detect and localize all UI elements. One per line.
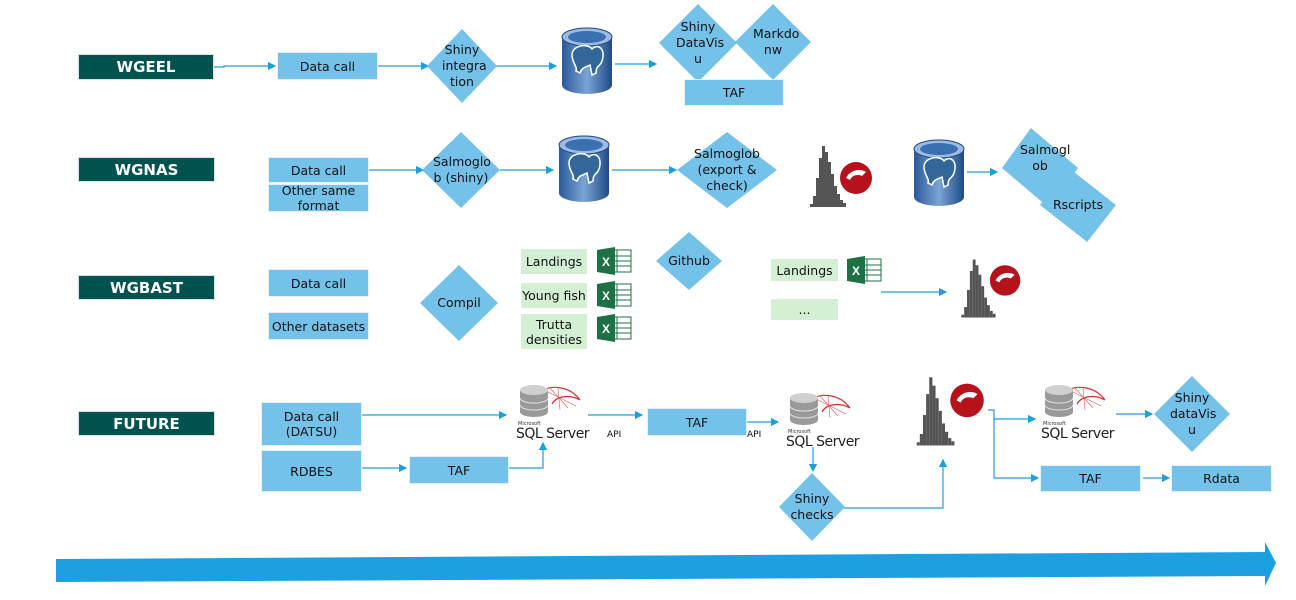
wgnas-other-same-format-box[interactable]: Other same format <box>268 183 369 213</box>
api-label: API <box>607 430 622 440</box>
future-shiny-checks-diamond[interactable]: Shiny checks <box>779 473 845 541</box>
wgeel-data-call-box[interactable]: Data call <box>277 52 378 80</box>
arrow <box>214 61 277 71</box>
sql-server-text: SQL Server <box>516 426 590 442</box>
row-label-text: WGNAS <box>114 160 179 179</box>
wgnas-rscripts-diamond[interactable]: Rscripts <box>1040 168 1116 242</box>
file-label: Landings <box>776 262 833 278</box>
row-label-text: WGEEL <box>116 58 176 76</box>
wgbast-github-diamond[interactable]: Github <box>656 232 722 290</box>
box-text: RDBES <box>290 463 333 479</box>
wgbast-file-landings[interactable]: Landings <box>521 249 587 274</box>
excel-icon: X <box>597 281 633 309</box>
diamond-text: Shiny integra tion <box>442 42 487 89</box>
stan-histogram-icon <box>948 250 1026 328</box>
future-rdbes-box[interactable]: RDBES <box>261 450 362 492</box>
row-label-text: FUTURE <box>113 414 180 433</box>
future-taf-box-2[interactable]: TAF <box>647 408 747 436</box>
box-text: Data call <box>290 275 347 291</box>
arrow <box>985 409 1037 424</box>
svg-text:X: X <box>602 322 610 336</box>
row-label-text: WGBAST <box>110 278 183 297</box>
diamond-text: Github <box>668 253 710 268</box>
diamond-text: Rscripts <box>1052 197 1104 212</box>
microsoft-text: Microsoft <box>788 429 811 435</box>
sql-server-icon: Microsoft SQL Server <box>1035 384 1115 442</box>
file-label: Landings <box>525 254 583 269</box>
sql-server-icon: Microsoft SQL Server <box>510 384 590 442</box>
box-text: TAF <box>722 85 746 100</box>
postgresql-database-icon <box>910 138 968 210</box>
future-data-call-datsu-box[interactable]: Data call (DATSU) <box>261 402 362 446</box>
wgbast-ellipsis-box[interactable]: ... <box>771 299 838 320</box>
future-taf-box-3[interactable]: TAF <box>1040 465 1141 492</box>
excel-icon: X <box>597 314 633 342</box>
row-label-wgnas: WGNAS <box>78 157 215 182</box>
postgresql-database-icon <box>558 27 616 97</box>
api-label: API <box>747 430 762 440</box>
wgeel-taf-box[interactable]: TAF <box>684 79 784 106</box>
future-shiny-datavisu-diamond[interactable]: Shiny dataVis u <box>1154 376 1230 452</box>
box-text: Data call <box>290 162 347 178</box>
diamond-text: Salmoglob (export & check) <box>694 146 760 193</box>
wgbast-landings-box[interactable]: Landings <box>771 259 838 281</box>
wgnas-salmoglob-shiny-diamond[interactable]: Salmoglo b (shiny) <box>422 132 500 208</box>
box-text: Data call (DATSU) <box>283 409 340 439</box>
box-text: Rdata <box>1203 471 1240 486</box>
stan-histogram-icon <box>902 372 988 456</box>
wgeel-shiny-integration-diamond[interactable]: Shiny integra tion <box>427 29 497 103</box>
diamond-text: Shiny checks <box>790 491 834 522</box>
svg-text:X: X <box>602 255 610 269</box>
wgnas-data-call-box[interactable]: Data call <box>268 157 369 183</box>
wgbast-compil-diamond[interactable]: Compil <box>420 265 498 341</box>
postgresql-database-icon <box>555 135 613 205</box>
sql-server-icon: Microsoft SQL Server <box>780 392 860 450</box>
sql-server-text: SQL Server <box>786 434 860 450</box>
excel-icon: X <box>597 247 633 275</box>
box-text: Other datasets <box>271 318 366 334</box>
wgnas-salmoglob-export-diamond[interactable]: Salmoglob (export & check) <box>677 132 777 208</box>
microsoft-text: Microsoft <box>518 421 541 427</box>
diamond-text: Salmoglo b (shiny) <box>433 154 491 185</box>
future-rdata-box[interactable]: Rdata <box>1171 465 1272 492</box>
wgeel-markdown-diamond[interactable]: Markdo nw <box>735 4 811 80</box>
sql-server-text: SQL Server <box>1041 426 1115 442</box>
row-label-future: FUTURE <box>78 411 215 436</box>
box-text: Data call <box>299 58 356 74</box>
file-label: Young fish <box>522 288 586 303</box>
stan-histogram-icon <box>796 138 878 216</box>
diamond-text: Shiny dataVis u <box>1170 390 1217 437</box>
wgbast-file-trutta-densities[interactable]: Trutta densities <box>521 314 587 349</box>
diamond-text: Compil <box>437 295 481 310</box>
wgbast-data-call-box[interactable]: Data call <box>268 269 369 297</box>
diamond-text: Shiny DataVis u <box>676 19 725 66</box>
future-taf-box-1[interactable]: TAF <box>409 456 509 484</box>
arrow <box>509 441 548 469</box>
box-text: TAF <box>447 462 471 478</box>
box-text: Other same format <box>281 183 356 213</box>
file-label: ... <box>798 302 811 317</box>
microsoft-text: Microsoft <box>1043 421 1066 427</box>
box-text: TAF <box>685 414 709 430</box>
row-label-wgbast: WGBAST <box>78 275 215 300</box>
arrow <box>993 419 1040 483</box>
wgbast-other-datasets-box[interactable]: Other datasets <box>268 312 369 340</box>
file-label: Trutta densities <box>525 316 583 347</box>
diamond-text: Salmogl ob <box>1020 142 1071 173</box>
svg-text:X: X <box>852 264 860 278</box>
wgbast-file-young-fish[interactable]: Young fish <box>521 283 587 308</box>
wgeel-shiny-datavisu-diamond[interactable]: Shiny DataVis u <box>659 4 737 82</box>
svg-text:X: X <box>602 289 610 303</box>
row-label-wgeel: WGEEL <box>78 54 214 80</box>
arrow <box>844 458 948 509</box>
box-text: TAF <box>1079 471 1102 486</box>
diamond-text: Markdo nw <box>753 26 800 57</box>
excel-icon: X <box>847 256 883 284</box>
